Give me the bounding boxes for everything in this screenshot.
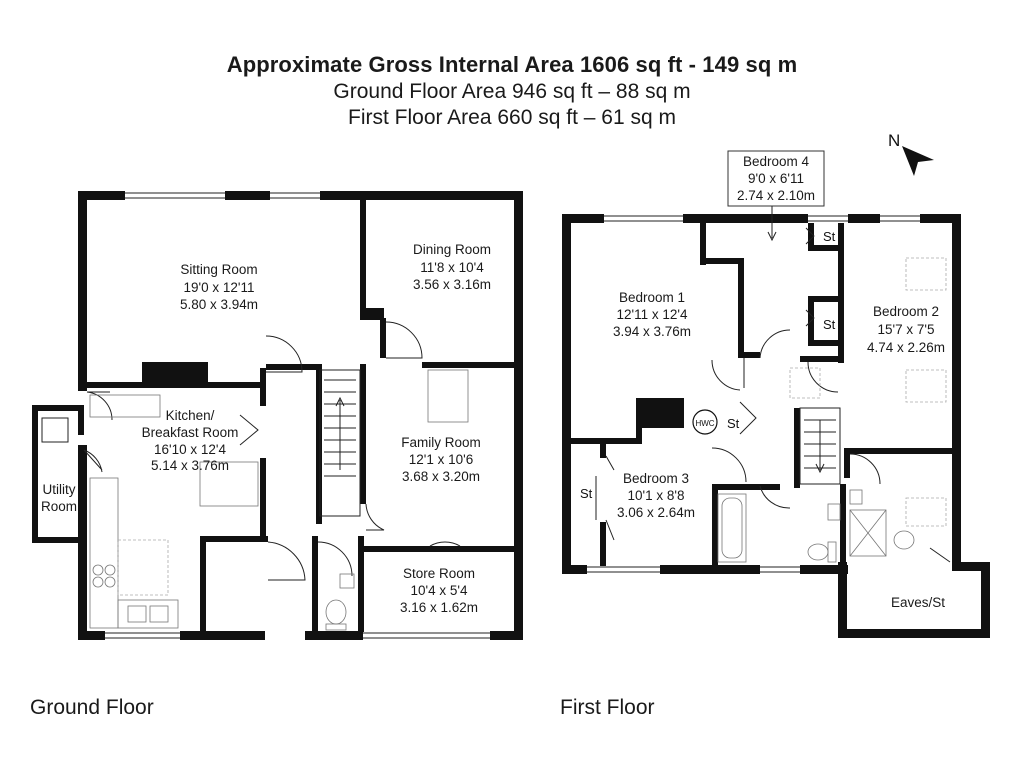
dining-room-imperial: 11'8 x 10'4 <box>420 260 484 275</box>
bed2-store-label: St <box>823 317 836 332</box>
area-title: Approximate Gross Internal Area 1606 sq … <box>226 52 798 77</box>
sitting-room-metric: 5.80 x 3.94m <box>180 297 258 312</box>
bedroom-2-imperial: 15'7 x 7'5 <box>878 322 935 337</box>
bedroom-1-imperial: 12'11 x 12'4 <box>617 307 688 322</box>
kitchen-imperial: 16'10 x 12'4 <box>154 442 226 457</box>
first-floor-plan: HWC St St St St <box>562 150 990 638</box>
compass-north-label: N <box>888 131 900 150</box>
bedroom-3-imperial: 10'1 x 8'8 <box>628 488 685 503</box>
store-room-imperial: 10'4 x 5'4 <box>411 583 468 598</box>
bedroom-1-metric: 3.94 x 3.76m <box>613 324 691 339</box>
first-floor-caption: First Floor <box>560 696 655 719</box>
bed4-store-label: St <box>823 229 836 244</box>
store-room-name: Store Room <box>403 566 475 581</box>
ground-floor-area: Ground Floor Area 946 sq ft – 88 sq m <box>333 80 691 103</box>
first-floor-area: First Floor Area 660 sq ft – 61 sq m <box>348 106 676 129</box>
hwc-label: HWC <box>695 419 714 428</box>
store-room-metric: 3.16 x 1.62m <box>400 600 478 615</box>
kitchen-name-line2: Breakfast Room <box>142 425 239 440</box>
bedroom-4-imperial: 9'0 x 6'11 <box>748 171 804 186</box>
kitchen-name-line1: Kitchen/ <box>166 408 215 423</box>
dining-room-metric: 3.56 x 3.16m <box>413 277 491 292</box>
dining-room-name: Dining Room <box>413 242 491 257</box>
sitting-room-imperial: 19'0 x 12'11 <box>184 280 255 295</box>
first-floor-labels: Bedroom 4 9'0 x 6'11 2.74 x 2.10m Bedroo… <box>613 154 945 610</box>
ground-floor-labels: Sitting Room 19'0 x 12'11 5.80 x 3.94m D… <box>41 242 491 615</box>
family-room-imperial: 12'1 x 10'6 <box>409 452 473 467</box>
bedroom-1-name: Bedroom 1 <box>619 290 685 305</box>
family-room-name: Family Room <box>401 435 481 450</box>
ground-floor-plan <box>32 191 523 640</box>
bedroom-4-metric: 2.74 x 2.10m <box>737 188 815 203</box>
hwc-store-label: St <box>727 416 740 431</box>
bedroom-3-metric: 3.06 x 2.64m <box>617 505 695 520</box>
bedroom-3-name: Bedroom 3 <box>623 471 689 486</box>
family-room-metric: 3.68 x 3.20m <box>402 469 480 484</box>
utility-room-name-line1: Utility <box>43 482 76 497</box>
ground-floor-caption: Ground Floor <box>30 696 154 719</box>
utility-room-name-line2: Room <box>41 499 77 514</box>
kitchen-metric: 5.14 x 3.76m <box>151 458 229 473</box>
bedroom-2-metric: 4.74 x 2.26m <box>867 340 945 355</box>
bedroom-4-name: Bedroom 4 <box>743 154 810 169</box>
sitting-room-name: Sitting Room <box>180 262 257 277</box>
eaves-store-label: Eaves/St <box>891 595 945 610</box>
bedroom-2-name: Bedroom 2 <box>873 304 939 319</box>
bed3-store-label: St <box>580 486 593 501</box>
north-compass-icon: N <box>888 131 934 176</box>
